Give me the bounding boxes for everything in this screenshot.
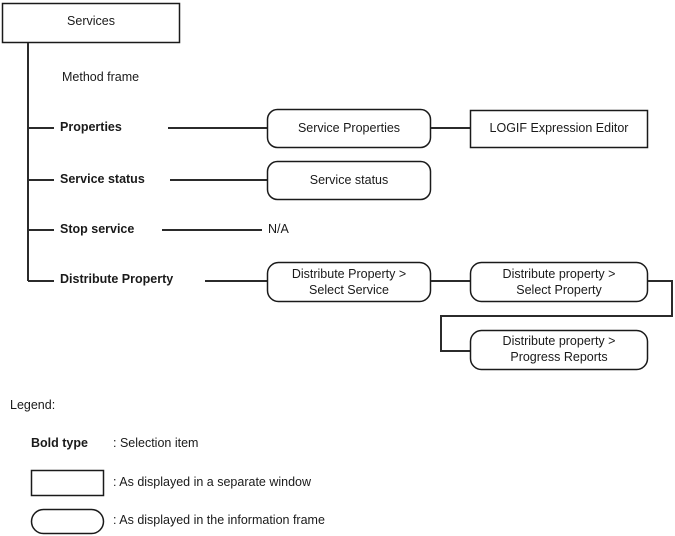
node-distribute-progress-reports-line1: Distribute property > xyxy=(502,334,616,348)
legend-description-separate-window: : As displayed in a separate window xyxy=(113,475,312,489)
node-service-status-box[interactable] xyxy=(266,160,432,201)
legend-title: Legend: xyxy=(10,398,56,412)
node-distribute-select-property-label: Distribute property > Select Property xyxy=(470,266,648,298)
branch-label-stop-service[interactable]: Stop service xyxy=(60,222,135,236)
node-distribute-progress-reports-label: Distribute property > Progress Reports xyxy=(470,333,648,365)
node-service-properties-label: Service Properties xyxy=(297,121,401,135)
branch-label-distribute-property[interactable]: Distribute Property xyxy=(60,272,174,286)
node-distribute-progress-reports-line2: Progress Reports xyxy=(510,350,608,364)
legend-description-information-frame: : As displayed in the information frame xyxy=(113,513,325,527)
legend-key-information-frame-shape xyxy=(30,508,105,535)
node-distribute-select-service-line2: Select Service xyxy=(309,283,389,297)
node-service-status-label: Service status xyxy=(309,173,389,187)
legend-key-separate-window-shape xyxy=(30,469,105,497)
node-distribute-select-property-line2: Select Property xyxy=(516,283,602,297)
node-service-properties-box[interactable] xyxy=(266,108,432,149)
node-distribute-progress-reports-box[interactable] xyxy=(469,329,649,371)
node-distribute-select-property-line1: Distribute property > xyxy=(502,267,616,281)
stop-service-na-label: N/A xyxy=(268,222,289,236)
node-distribute-select-service-line1: Distribute Property > xyxy=(291,267,407,281)
node-services-box[interactable] xyxy=(1,2,181,44)
legend-key-bold-type: Bold type xyxy=(31,436,88,450)
method-frame-note: Method frame xyxy=(62,70,140,84)
node-distribute-select-service-label: Distribute Property > Select Service xyxy=(267,266,431,298)
node-distribute-select-service-box[interactable] xyxy=(266,261,432,303)
branch-label-service-status[interactable]: Service status xyxy=(60,172,145,186)
branch-label-properties[interactable]: Properties xyxy=(60,120,122,134)
connector-select-property-to-progress-reports xyxy=(440,280,673,352)
node-distribute-select-property-box[interactable] xyxy=(469,261,649,303)
legend-description-selection-item: : Selection item xyxy=(113,436,199,450)
node-logif-expression-editor-label: LOGIF Expression Editor xyxy=(489,121,629,135)
node-services-label: Services xyxy=(67,14,115,28)
node-logif-expression-editor-box[interactable] xyxy=(469,109,649,149)
